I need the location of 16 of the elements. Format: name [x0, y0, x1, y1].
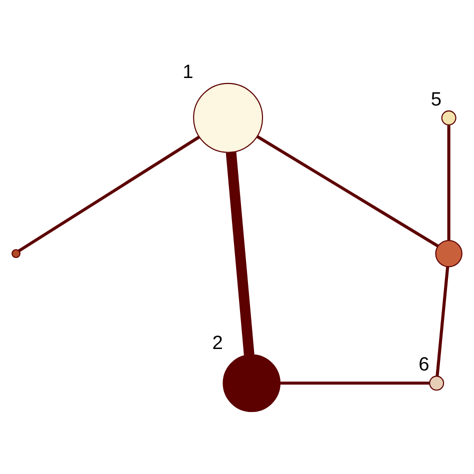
node-label: 6 [418, 354, 430, 376]
node-label: 5 [430, 89, 442, 110]
connector [18, 136, 200, 252]
node-circle [222, 354, 280, 412]
node-label: 2 [212, 333, 223, 354]
connector [256, 135, 439, 248]
connector [280, 382, 430, 385]
connector [436, 266, 450, 376]
node-circle [429, 376, 444, 391]
node-circle [12, 249, 20, 258]
connector [447, 125, 450, 240]
connector [226, 152, 254, 356]
node-circle [193, 82, 264, 153]
node-circle [441, 110, 456, 126]
node-circle [435, 240, 462, 268]
node-label: 1 [182, 62, 194, 83]
